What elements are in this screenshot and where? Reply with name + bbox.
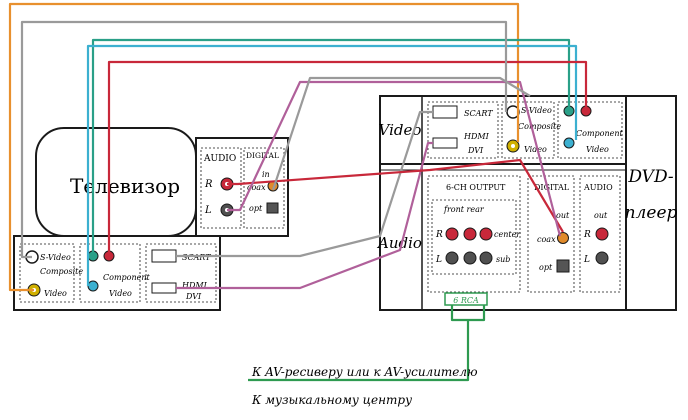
hdmi-cable-purple bbox=[176, 141, 433, 290]
tv-audio-r-label: R bbox=[204, 179, 213, 190]
dvd-component-label: Component bbox=[576, 129, 624, 138]
dvd-audio-section-label: Audio bbox=[376, 234, 422, 252]
music-center-caption: К музыкальному центру bbox=[251, 393, 412, 407]
dvd-scart-port[interactable] bbox=[432, 105, 458, 119]
svideo-cable-gray bbox=[20, 20, 508, 259]
dvd-audio-l-jack[interactable] bbox=[595, 251, 609, 265]
tv-in-label: in bbox=[262, 170, 270, 179]
dvd-svideo-label: S-Video bbox=[521, 106, 552, 115]
dvd-component-pb-jack[interactable] bbox=[563, 137, 575, 149]
dvd-6ch-l-label: L bbox=[435, 255, 442, 265]
dvd-center-label: center bbox=[494, 230, 521, 239]
component-cable-red bbox=[107, 60, 588, 256]
dvd-hdmi-port[interactable] bbox=[432, 137, 458, 149]
dvd-composite-label: Composite bbox=[518, 122, 561, 131]
component-cable-cyan bbox=[86, 44, 578, 286]
dvd-rear-l-jack[interactable] bbox=[463, 251, 477, 265]
dvd-front-rear-label: front rear bbox=[443, 205, 485, 214]
tv-dvi-label: DVI bbox=[185, 292, 202, 301]
dvd-scart-label: SCART bbox=[464, 109, 493, 118]
dvd-unit: Video Audio DVD- плеер SCART HDMI DVI S-… bbox=[376, 95, 678, 311]
dvd-hdmi-label: HDMI bbox=[463, 132, 490, 141]
dvd-svideo-group bbox=[501, 101, 555, 159]
dvd-component-group bbox=[557, 101, 623, 159]
audio-cable-pink bbox=[227, 80, 562, 237]
dvd-6rca-bracket bbox=[444, 292, 488, 306]
dvd-sub-label: sub bbox=[496, 255, 510, 264]
dvd-audio-r-jack[interactable] bbox=[595, 227, 609, 241]
dvd-title-line2: плеер bbox=[625, 203, 678, 223]
dvd-dvi-label: DVI bbox=[467, 146, 484, 155]
tv-hdmi-label: HDMI bbox=[181, 281, 208, 290]
dvd-audio-r-label: R bbox=[583, 230, 591, 240]
dvd-center-jack[interactable] bbox=[479, 227, 493, 241]
tv-opt-label: opt bbox=[249, 204, 263, 213]
dvd-digital-video-group bbox=[427, 101, 499, 159]
dvd-opt-jack[interactable] bbox=[556, 259, 570, 273]
tv-unit: Телевизор AUDIO R L DIGITAL in coax opt … bbox=[13, 127, 289, 311]
scart-cable-gray bbox=[176, 110, 433, 258]
tv-video-label: Video bbox=[44, 289, 67, 298]
tv-component-pb-jack[interactable] bbox=[87, 280, 99, 292]
coax-cable-gray bbox=[271, 76, 531, 191]
tv-svideo-label: S-Video bbox=[40, 253, 71, 262]
tv-digital-group bbox=[243, 147, 285, 229]
dvd-audio-group bbox=[579, 175, 621, 293]
tv-component-label: Component bbox=[103, 273, 151, 282]
dvd-opt-label: opt bbox=[539, 263, 553, 272]
tv-coax-label: coax bbox=[247, 183, 266, 192]
composite-cable-orange bbox=[8, 2, 520, 292]
tv-scart-label: SCART bbox=[182, 253, 211, 262]
av-receiver-cable-green bbox=[248, 305, 486, 382]
dvd-audio-out-label: out bbox=[594, 211, 608, 220]
dvd-digital-label: DIGITAL bbox=[534, 183, 570, 192]
tv-composite-label: Composite bbox=[40, 267, 83, 276]
tv-audio-l-label: L bbox=[204, 205, 212, 216]
tv-opt-jack[interactable] bbox=[266, 202, 279, 214]
dvd-rear-r-jack[interactable] bbox=[463, 227, 477, 241]
dvd-coax-label: coax bbox=[537, 235, 556, 244]
dvd-front-r-jack[interactable] bbox=[445, 227, 459, 241]
tv-hdmi-port[interactable] bbox=[151, 282, 177, 294]
dvd-sub-jack[interactable] bbox=[479, 251, 493, 265]
dvd-front-l-jack[interactable] bbox=[445, 251, 459, 265]
dvd-6ch-r-label: R bbox=[435, 230, 443, 240]
tv-audio-group bbox=[200, 147, 242, 229]
tv-component-video-label: Video bbox=[109, 289, 132, 298]
tv-audio-label: AUDIO bbox=[203, 154, 236, 164]
audio-cable-red bbox=[227, 158, 564, 233]
cables bbox=[8, 2, 588, 382]
dvd-digital-group bbox=[527, 175, 575, 293]
dvd-digital-out-label: out bbox=[556, 211, 570, 220]
dvd-component-video-label: Video bbox=[586, 145, 609, 154]
tv-title: Телевизор bbox=[70, 174, 180, 198]
dvd-6ch-group bbox=[427, 175, 521, 293]
tv-digital-label: DIGITAL bbox=[246, 151, 279, 160]
dvd-audio-label: AUDIO bbox=[583, 183, 613, 192]
dvd-6ch-inner bbox=[431, 199, 517, 275]
dvd-6rca-label: 6 RCA bbox=[453, 296, 479, 305]
tv-scart-port[interactable] bbox=[151, 249, 177, 263]
dvd-audio-l-label: L bbox=[583, 255, 590, 265]
dvd-composite-video-label: Video bbox=[524, 145, 547, 154]
dvd-title-line1: DVD- bbox=[627, 167, 674, 187]
dvd-6ch-label: 6-CH OUTPUT bbox=[446, 183, 506, 192]
component-cable-teal bbox=[91, 38, 571, 256]
av-receiver-caption: К AV-ресиверу или к AV-усилителю bbox=[251, 365, 478, 379]
dvd-video-section-label: Video bbox=[379, 121, 422, 139]
tv-video-panel bbox=[13, 235, 221, 311]
